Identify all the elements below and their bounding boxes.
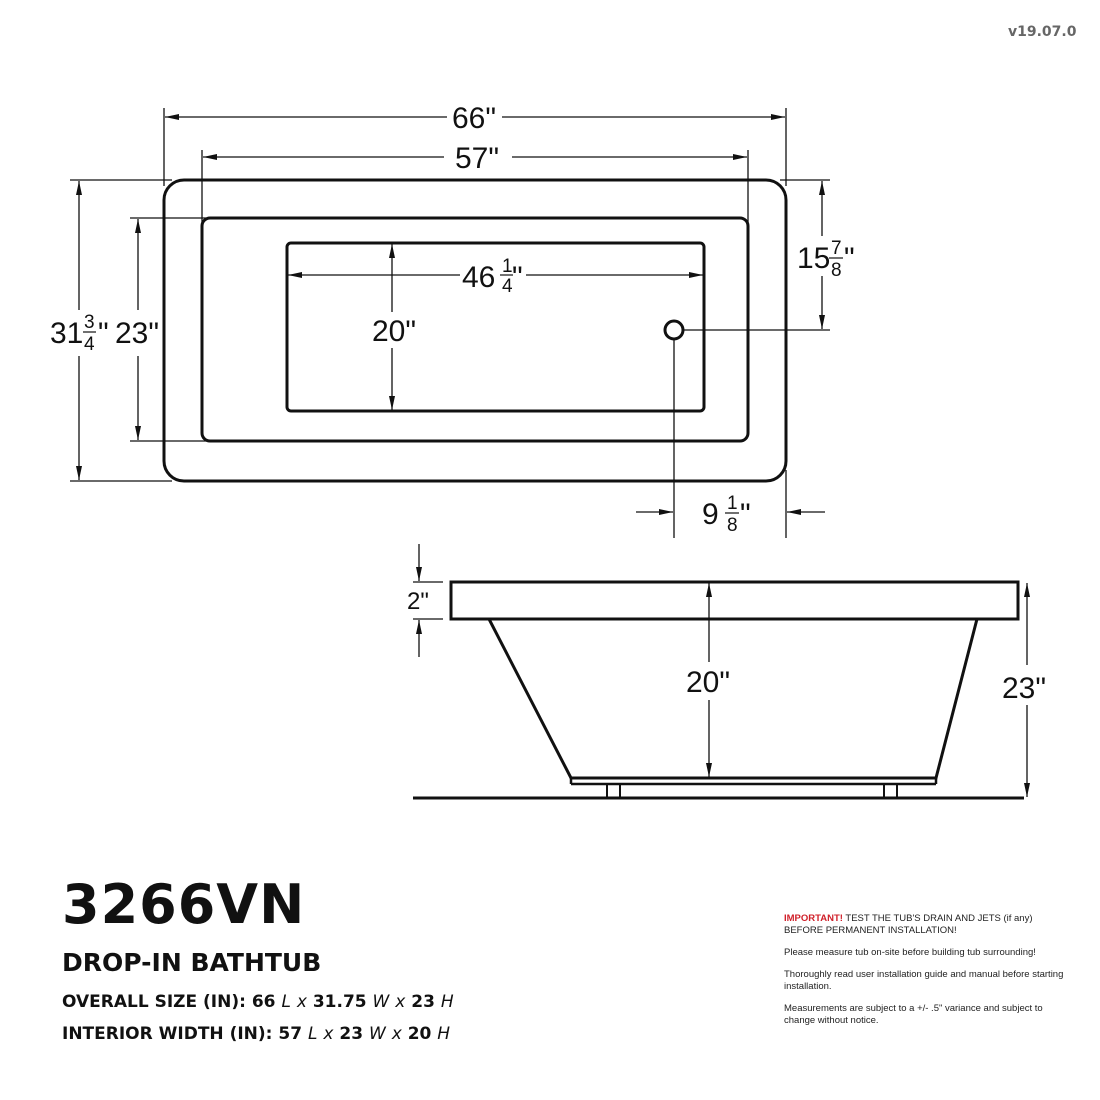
product-type: DROP-IN BATHTUB	[62, 948, 322, 977]
overall-size-spec: OVERALL SIZE (IN): 66 L x 31.75 W x 23 H	[62, 992, 454, 1012]
note-variance: Measurements are subject to a +/- .5" va…	[784, 1003, 1043, 1026]
dim-interior-length: 57"	[455, 142, 499, 175]
dim-overall-width-whole: 31	[50, 317, 83, 350]
side-view-labels: 2" 20" 23"	[407, 588, 1046, 705]
svg-text:": "	[844, 242, 855, 275]
svg-text:": "	[740, 498, 751, 531]
dim-drain-top-whole: 15	[797, 242, 830, 275]
dim-bottom-length-den: 4	[502, 276, 513, 297]
dim-drain-top-num: 7	[831, 238, 842, 259]
model-number: 3266VN	[62, 873, 306, 936]
svg-text:": "	[98, 317, 109, 350]
dim-interior-depth: 20"	[686, 666, 730, 699]
technical-drawing: 66" 57" 46 1 4 " 20" 31 3 4 " 23" 15 7 8…	[50, 102, 1046, 800]
dim-drain-end-whole: 9	[702, 498, 719, 531]
interior-width-spec: INTERIOR WIDTH (IN): 57 L x 23 W x 20 H	[62, 1024, 451, 1044]
note-measure: Please measure tub on-site before buildi…	[784, 947, 1036, 958]
dim-drain-end-num: 1	[727, 493, 738, 514]
dim-rim-height: 2"	[407, 588, 429, 615]
important-note: IMPORTANT! TEST THE TUB'S DRAIN AND JETS…	[784, 913, 1033, 936]
note-read-guide: Thoroughly read user installation guide …	[784, 969, 1064, 992]
top-view-labels: 66" 57" 46 1 4 " 20" 31 3 4 " 23" 15 7 8…	[50, 102, 855, 536]
dim-overall-width-num: 3	[84, 312, 95, 333]
version-label: v19.07.0	[1008, 24, 1077, 40]
dim-bottom-length-whole: 46	[462, 261, 495, 294]
dim-overall-length: 66"	[452, 102, 496, 135]
drain-icon	[663, 319, 685, 341]
tub-body-side	[487, 618, 979, 780]
dim-overall-width-den: 4	[84, 334, 95, 355]
dim-drain-end-den: 8	[727, 515, 738, 536]
dim-drain-top-den: 8	[831, 260, 842, 281]
dim-bottom-length-num: 1	[502, 256, 513, 277]
installation-notes: IMPORTANT! TEST THE TUB'S DRAIN AND JETS…	[784, 913, 1064, 1037]
tub-bottom	[285, 241, 706, 413]
dim-bottom-width: 20"	[372, 315, 416, 348]
svg-text:": "	[512, 261, 523, 294]
side-view	[413, 544, 1030, 800]
top-view	[70, 108, 830, 538]
dim-interior-width: 23"	[115, 317, 159, 350]
tub-rim-side	[449, 580, 1020, 621]
important-label: IMPORTANT!	[784, 913, 843, 924]
dim-overall-height: 23"	[1002, 672, 1046, 705]
